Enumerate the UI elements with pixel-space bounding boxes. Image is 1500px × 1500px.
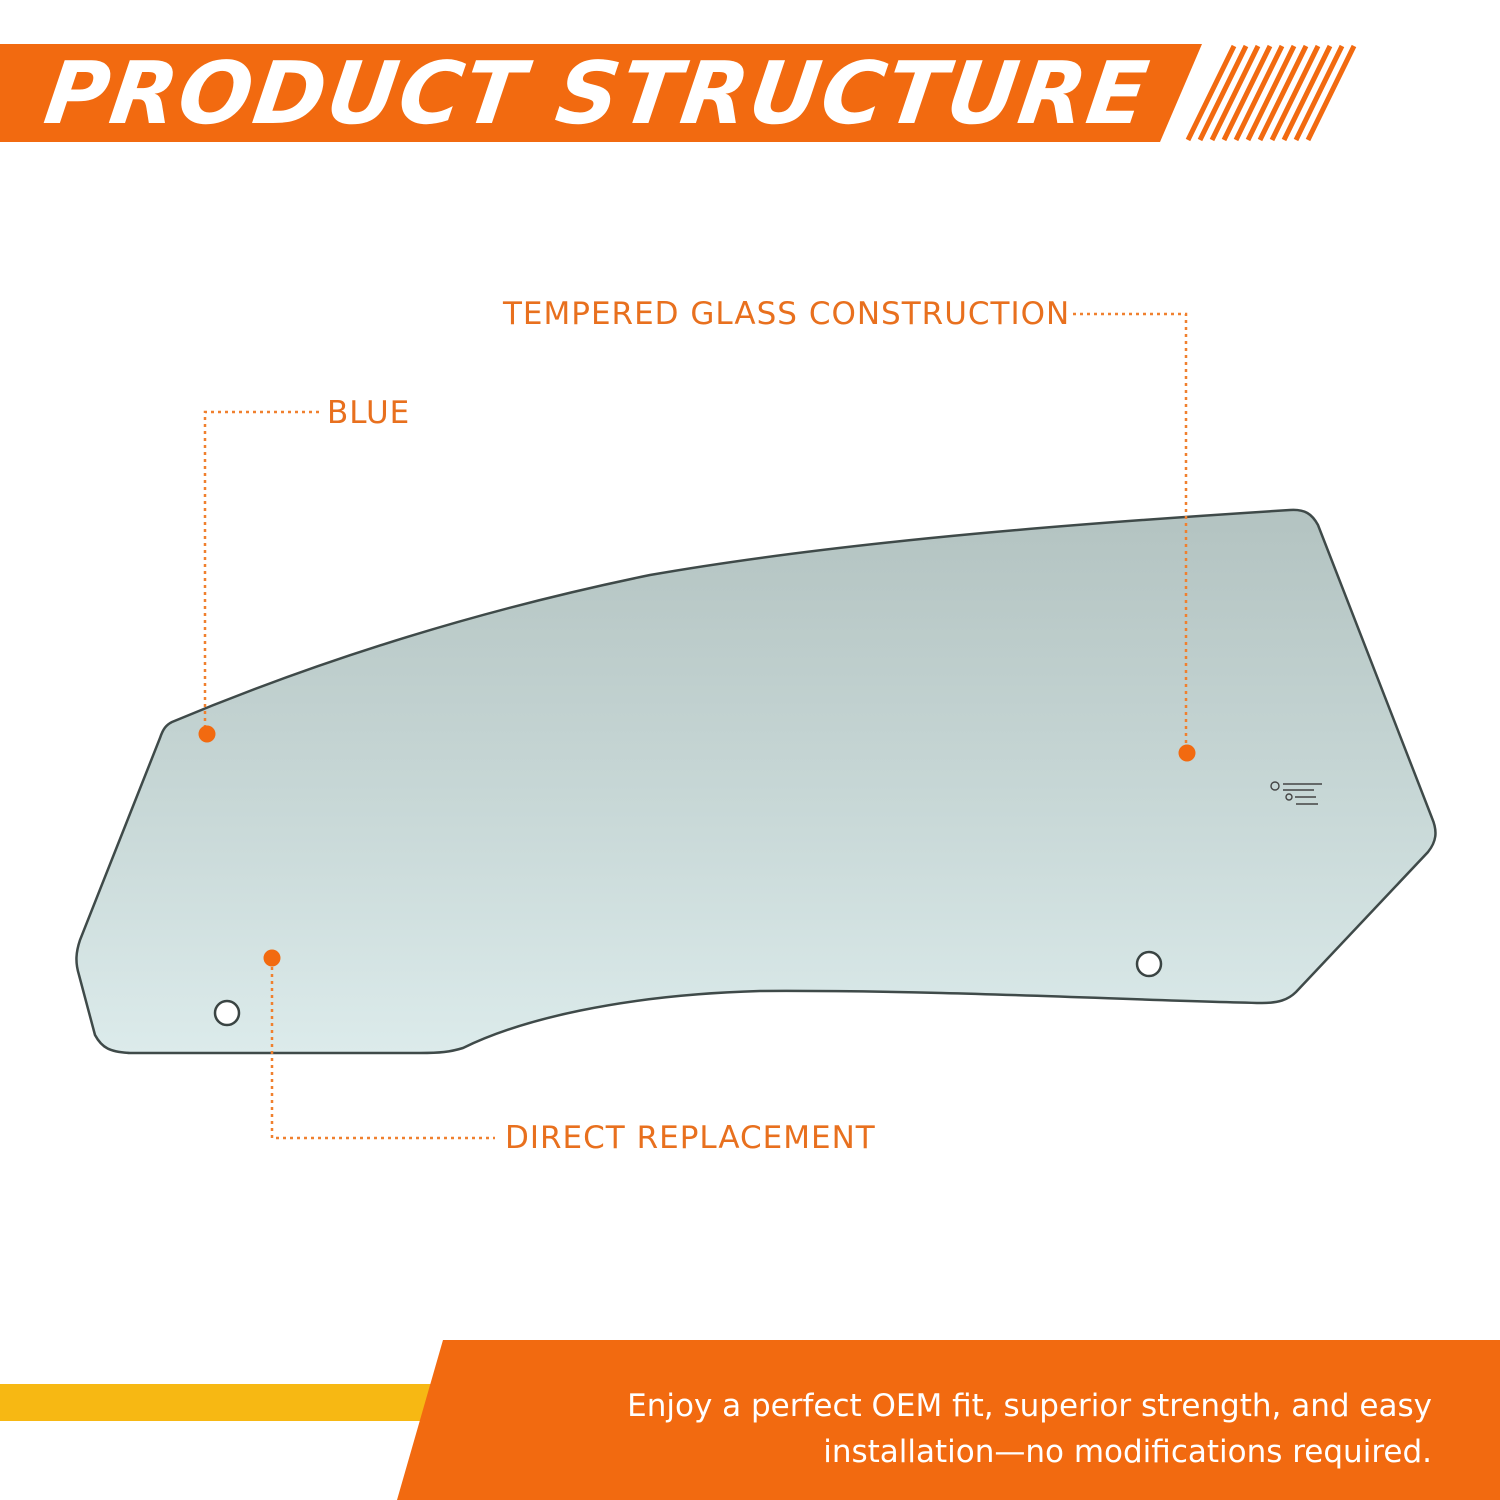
certification-stamp [1270, 781, 1322, 805]
callout-dot-direct [263, 949, 281, 967]
callout-line-direct [270, 960, 495, 1140]
footer-description: Enjoy a perfect OEM fit, superior streng… [532, 1383, 1432, 1475]
footer-yellow-bar [0, 1384, 450, 1421]
glass-panel [75, 508, 1437, 1055]
callout-label-direct-replacement: DIRECT REPLACEMENT [505, 1120, 876, 1156]
page-title: PRODUCT STRUCTURE [38, 44, 1156, 144]
callout-dot-blue [198, 725, 216, 743]
footer-banner [397, 1340, 1500, 1500]
mounting-hole-left [213, 999, 241, 1027]
footer-line-2: installation—no modifications required. [823, 1434, 1432, 1470]
callout-line-tempered [1073, 312, 1188, 752]
mounting-hole-right [1135, 950, 1163, 978]
footer-line-1: Enjoy a perfect OEM fit, superior streng… [627, 1388, 1432, 1424]
callout-label-tempered-glass: TEMPERED GLASS CONSTRUCTION [503, 296, 1071, 332]
header-stripes [1185, 44, 1357, 142]
callout-line-blue [203, 410, 319, 732]
header-banner [0, 44, 1202, 142]
callout-dot-tempered [1178, 744, 1196, 762]
callout-label-blue: BLUE [327, 395, 411, 431]
